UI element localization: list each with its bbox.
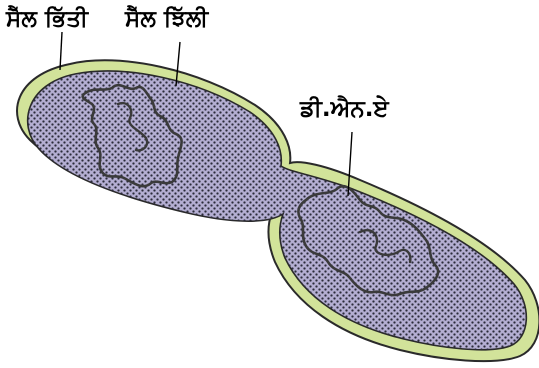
cytoplasm-granules [28, 71, 527, 350]
label-cell-wall: ਸੈੱਲ ਭਿੱਤੀ [6, 8, 88, 31]
label-dna: ਡੀ.ਐਨ.ਏ [300, 98, 389, 121]
leader-line-cell-wall [60, 32, 62, 70]
label-cell-membrane: ਸੈੱਲ ਝਿੱਲੀ [125, 8, 208, 31]
